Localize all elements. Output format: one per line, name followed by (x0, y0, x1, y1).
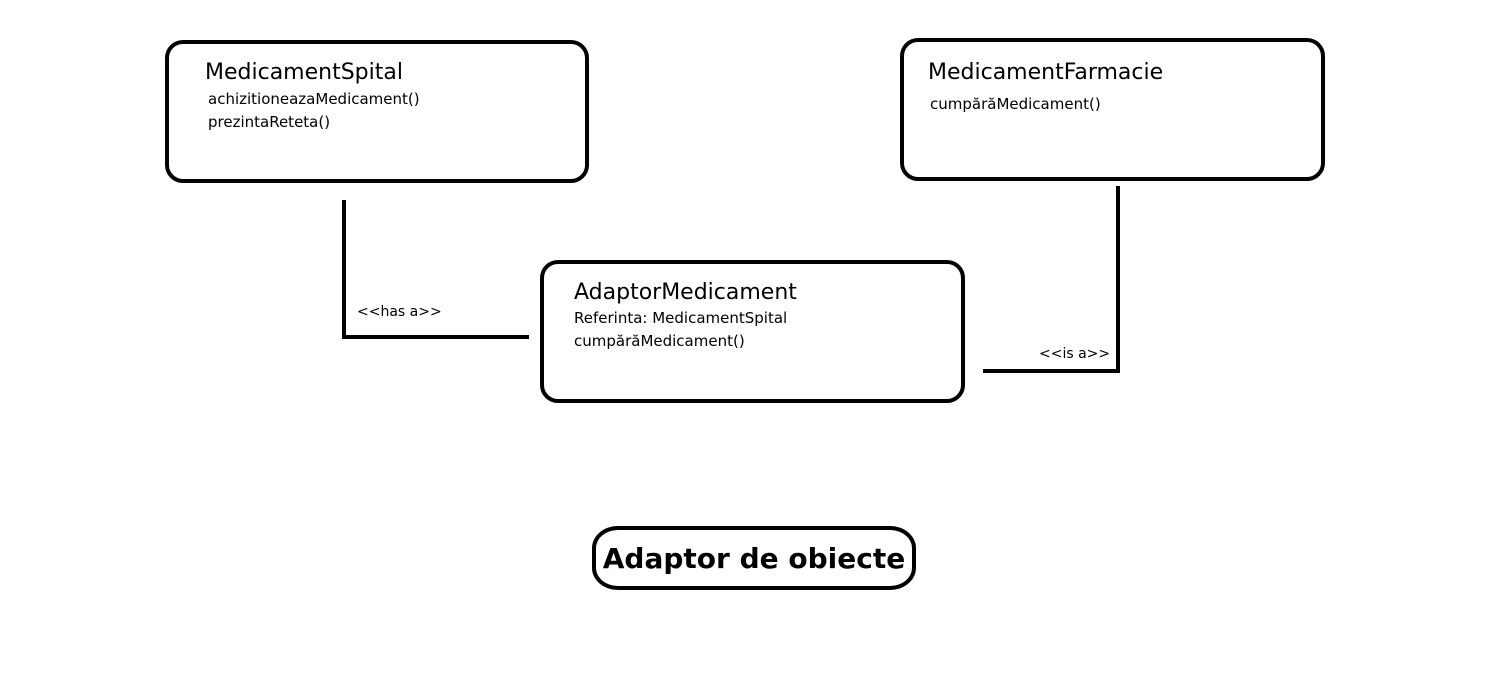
diagram-caption-box: Adaptor de obiecte (592, 526, 916, 590)
field-referinta: Referinta: MedicamentSpital (574, 309, 788, 327)
method-cumpara-medicament-adaptor: cumpărăMedicament() (574, 332, 745, 350)
class-box-adaptor-medicament: AdaptorMedicament Referinta: MedicamentS… (540, 260, 965, 403)
is-a-connector-vertical (1116, 186, 1120, 373)
diagram-caption: Adaptor de obiecte (602, 542, 906, 575)
class-name-medicament-spital: MedicamentSpital (205, 60, 403, 85)
class-name-medicament-farmacie: MedicamentFarmacie (928, 60, 1164, 85)
method-prezinta-reteta: prezintaReteta() (208, 113, 331, 131)
class-name-adaptor-medicament: AdaptorMedicament (574, 280, 797, 305)
has-a-label: <<has a>> (357, 304, 442, 320)
has-a-connector-vertical (342, 200, 346, 339)
has-a-connector-horizontal (342, 335, 529, 339)
class-box-medicament-farmacie: MedicamentFarmacie cumpărăMedicament() (900, 38, 1325, 181)
is-a-label: <<is a>> (1039, 346, 1111, 362)
method-cumpara-medicament: cumpărăMedicament() (930, 95, 1101, 113)
is-a-connector-horizontal (983, 369, 1120, 373)
class-box-medicament-spital: MedicamentSpital achizitioneazaMedicamen… (165, 40, 589, 183)
method-achizitioneaza-medicament: achizitioneazaMedicament() (208, 90, 420, 108)
